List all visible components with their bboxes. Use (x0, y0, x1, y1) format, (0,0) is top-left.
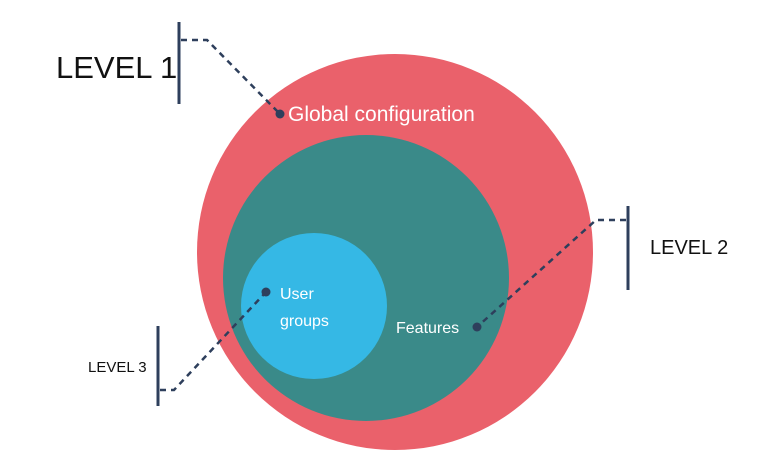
user-groups-label-line1: User (280, 286, 314, 303)
level-3-label: LEVEL 3 (88, 359, 147, 376)
user-groups-label-line2: groups (280, 313, 329, 330)
level-2-label: LEVEL 2 (650, 237, 728, 259)
level-3-connector (156, 287, 271, 406)
level-1-label: LEVEL 1 (56, 50, 177, 85)
level-1-anchor-dot (275, 109, 285, 119)
level-2-connector (472, 206, 630, 332)
level-1-connector (177, 22, 285, 119)
user-groups-circle (241, 233, 387, 379)
global-configuration-label: Global configuration (288, 103, 475, 126)
level-3-anchor-dot (261, 287, 271, 297)
level-2-anchor-dot (472, 322, 482, 332)
features-label: Features (396, 320, 459, 337)
